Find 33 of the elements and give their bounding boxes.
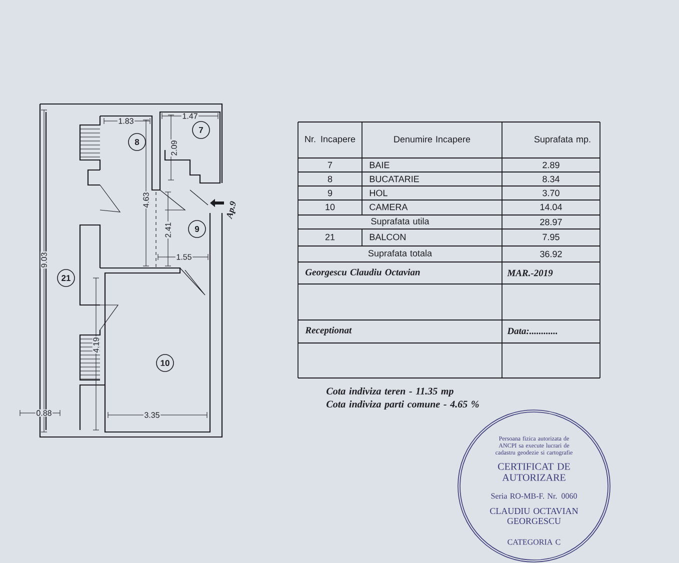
room-number: 9 xyxy=(328,190,332,196)
column-header: Suprafata mp. xyxy=(534,136,590,144)
column-header: Denumire Incapere xyxy=(394,136,470,144)
room-name: CAMERA xyxy=(370,204,408,210)
stamp-text: Seria RO-MB-F. Nr. 0060 xyxy=(491,493,577,499)
date-text: Data:............ xyxy=(507,328,558,334)
total-label: Suprafata totala xyxy=(368,250,432,258)
room-name: BAIE xyxy=(370,162,390,168)
area-value: 2.89 xyxy=(542,162,560,168)
signature-name: Georgescu Claudiu Octavian xyxy=(306,268,420,278)
note-text: Cota indiviza teren - 11.35 mp xyxy=(326,387,454,397)
receipt-label: Receptionat xyxy=(305,326,352,336)
room-number: 10 xyxy=(326,204,335,210)
entrance-label: Ap.9 xyxy=(225,200,240,220)
area-value: 28.97 xyxy=(540,218,562,226)
room-number: 7 xyxy=(328,162,332,168)
room-name: BUCATARIE xyxy=(370,176,419,182)
room-number: 21 xyxy=(325,234,335,240)
column-header: Nr. Incapere xyxy=(305,136,356,144)
area-value: 14.04 xyxy=(540,204,562,210)
note-text: Cota indiviza parti comune - 4.65 % xyxy=(326,400,479,410)
stamp-text: CATEGORIA C xyxy=(508,539,560,545)
stamp-name: CLAUDIU OCTAVIAN GEORGESCU xyxy=(490,508,578,524)
area-value: 3.70 xyxy=(542,190,560,196)
area-value: 7.95 xyxy=(542,234,560,240)
room-name: HOL xyxy=(370,190,388,196)
room-number: 8 xyxy=(328,176,332,182)
total-label: Suprafata utila xyxy=(371,218,430,226)
area-value: 36.92 xyxy=(540,250,562,258)
date-text: MAR.-2019 xyxy=(507,270,553,276)
area-value: 8.34 xyxy=(542,176,560,182)
room-name: BALCON xyxy=(370,234,406,240)
stamp-heading: CERTIFICAT DE AUTORIZARE xyxy=(498,463,570,481)
